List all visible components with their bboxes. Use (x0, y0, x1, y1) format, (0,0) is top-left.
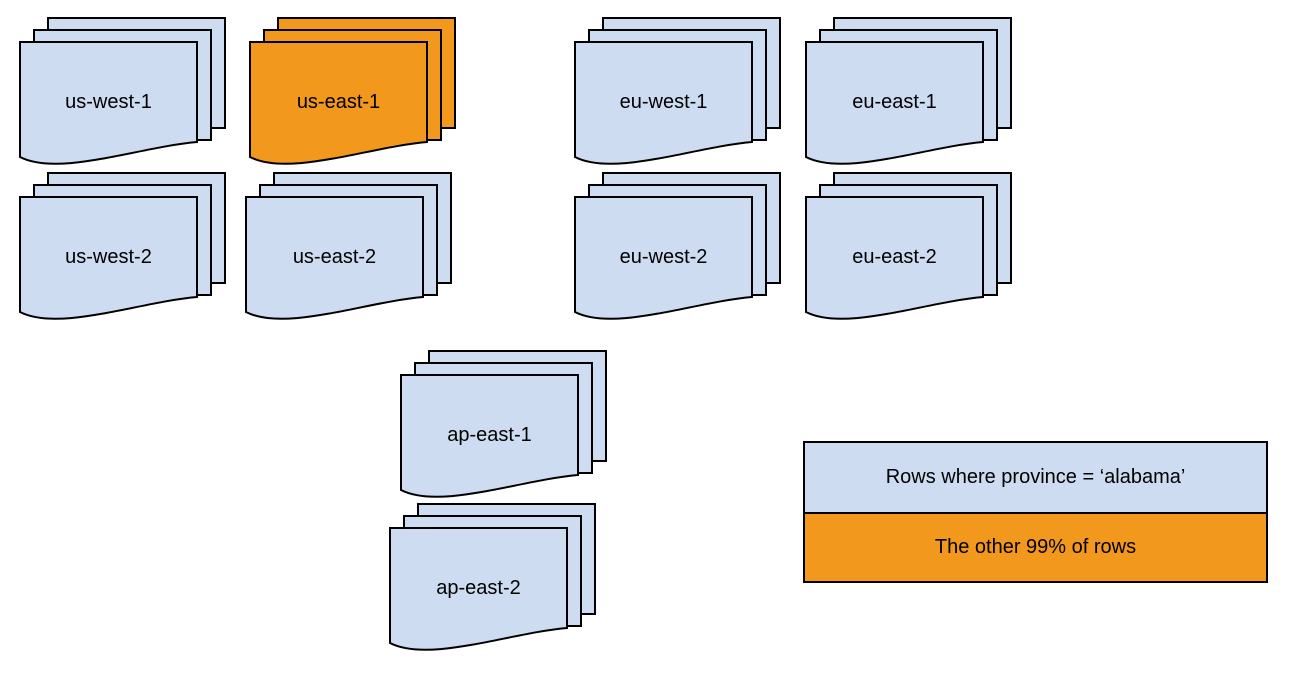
region-label: ap-east-1 (447, 424, 532, 446)
document-sheet-front-icon (805, 196, 984, 320)
region-stack-ap-east-2: ap-east-2 (389, 503, 596, 653)
region-label: us-west-1 (65, 91, 152, 113)
region-label: eu-east-1 (852, 91, 937, 113)
document-sheet-front-icon (245, 196, 424, 320)
document-sheet-front-icon (574, 41, 753, 165)
legend-row-alabama: Rows where province = ‘alabama’ (805, 443, 1266, 512)
legend-label-other-rows: The other 99% of rows (934, 536, 1137, 558)
region-label: us-east-1 (296, 91, 381, 113)
document-sheet-front-icon (574, 196, 753, 320)
document-sheet-front-icon (19, 41, 198, 165)
region-stack-us-west-1: us-west-1 (19, 17, 226, 167)
region-label: eu-west-1 (619, 91, 708, 113)
document-sheet-front-icon (249, 41, 428, 165)
region-stack-ap-east-1: ap-east-1 (400, 350, 607, 500)
region-stack-us-east-1: us-east-1 (249, 17, 456, 167)
region-label: us-east-2 (292, 246, 377, 268)
region-stack-eu-east-1: eu-east-1 (805, 17, 1012, 167)
region-stack-us-west-2: us-west-2 (19, 172, 226, 322)
legend-label-alabama: Rows where province = ‘alabama’ (885, 466, 1186, 488)
region-stack-eu-west-2: eu-west-2 (574, 172, 781, 322)
legend: Rows where province = ‘alabama’ The othe… (803, 441, 1268, 583)
region-stack-eu-west-1: eu-west-1 (574, 17, 781, 167)
document-sheet-front-icon (19, 196, 198, 320)
region-stack-us-east-2: us-east-2 (245, 172, 452, 322)
region-label: us-west-2 (65, 246, 152, 268)
region-label: eu-east-2 (852, 246, 937, 268)
region-stack-eu-east-2: eu-east-2 (805, 172, 1012, 322)
legend-row-other-rows: The other 99% of rows (805, 512, 1266, 581)
document-sheet-front-icon (805, 41, 984, 165)
document-sheet-front-icon (400, 374, 579, 498)
region-label: ap-east-2 (436, 577, 521, 599)
document-sheet-front-icon (389, 527, 568, 651)
region-label: eu-west-2 (619, 246, 708, 268)
